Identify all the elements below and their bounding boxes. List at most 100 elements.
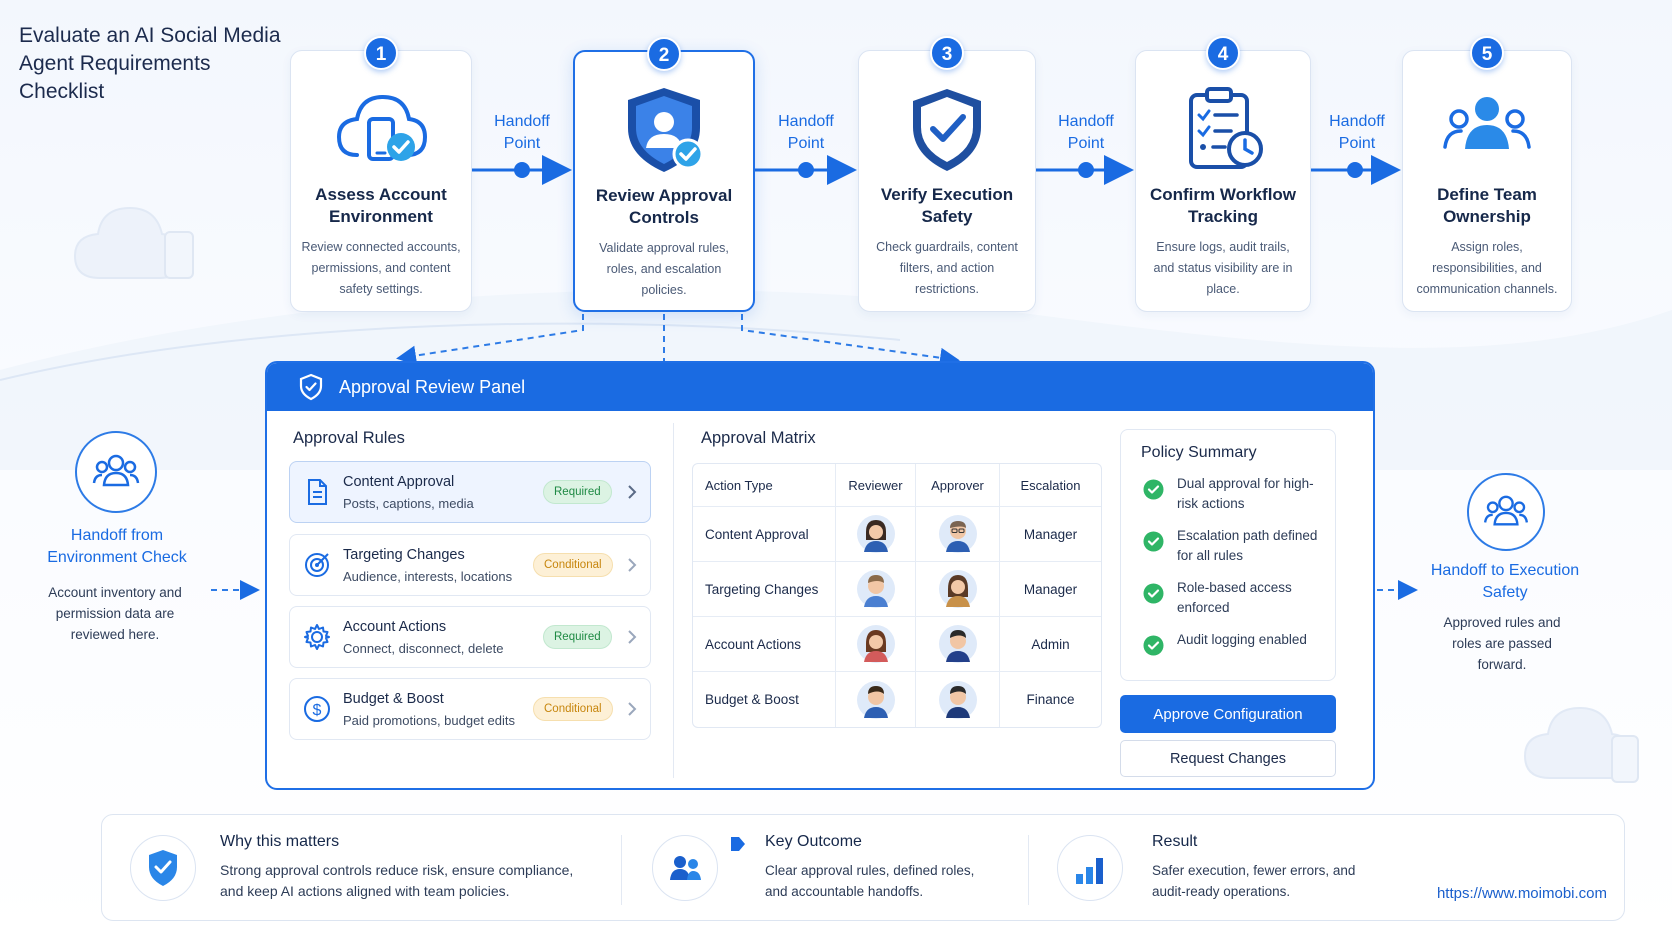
policy-item-text: Role-based access enforced (1177, 580, 1292, 615)
avatar (856, 570, 895, 608)
gear-icon (304, 624, 330, 650)
rule-subtitle: Paid promotions, budget edits (343, 713, 515, 728)
step-title: Define Team Ownership (1437, 185, 1537, 226)
action-type-cell: Budget & Boost (693, 672, 836, 727)
handoff-label: Handoff Point (1329, 113, 1385, 152)
policy-summary-title: Policy Summary (1141, 444, 1257, 461)
shield-check-icon (149, 850, 177, 886)
rule-name: Account Actions (343, 619, 447, 635)
footer-icon-circle (652, 835, 718, 901)
footer-summary: Why this matters Strong approval control… (101, 814, 1625, 921)
team-icon (1443, 97, 1531, 149)
reviewer-cell (836, 672, 916, 727)
status-badge: Conditional (533, 553, 613, 577)
footer-description: Safer execution, fewer errors, and audit… (1152, 863, 1356, 899)
escalation-cell: Manager (1023, 526, 1078, 542)
column-divider (673, 423, 674, 778)
step-number: 1 (364, 36, 398, 70)
rule-subtitle: Audience, interests, locations (343, 569, 513, 584)
rule-name: Content Approval (343, 474, 455, 490)
step-card-confirm-workflow[interactable]: 4 Confirm Workflow Tracking Ensure logs,… (1135, 36, 1311, 312)
check-circle-icon (1143, 479, 1164, 500)
column-header: Escalation (1020, 477, 1081, 493)
step-number: 2 (647, 37, 681, 71)
footer-divider (1028, 835, 1029, 905)
rule-subtitle: Connect, disconnect, delete (343, 641, 504, 656)
handoff-label: Handoff Point (1058, 113, 1114, 152)
table-row: Account Actions Admin (693, 617, 1101, 672)
policy-summary-card: Policy Summary Dual approval for high-ri… (1120, 429, 1336, 681)
approve-configuration-button[interactable]: Approve Configuration (1120, 695, 1336, 733)
avatar (938, 570, 977, 608)
shield-user-icon (628, 88, 704, 172)
step-description: Review connected accounts, permissions, … (301, 240, 461, 296)
approval-matrix-title: Approval Matrix (701, 429, 816, 447)
rule-subtitle: Posts, captions, media (343, 496, 474, 511)
footer-description: Strong approval controls reduce risk, en… (220, 862, 574, 899)
panel-header: Approval Review Panel (267, 363, 1373, 411)
avatar (938, 680, 977, 719)
request-changes-button[interactable]: Request Changes (1120, 740, 1336, 777)
step-card-review-approval[interactable]: 2 Review Approval Controls Validate appr… (573, 37, 755, 312)
rule-item-account-actions[interactable]: Account Actions Connect, disconnect, del… (289, 606, 651, 668)
handoff-to-title: Handoff to Execution Safety (1430, 562, 1580, 601)
dollar-icon: $ (304, 696, 330, 722)
handoff-from-circle (75, 431, 157, 513)
step-card-define-team[interactable]: 5 Define Team Ownership Assign roles, re… (1402, 36, 1572, 312)
rule-item-targeting-changes[interactable]: Targeting Changes Audience, interests, l… (289, 534, 651, 596)
team-icon (92, 454, 140, 487)
rule-name: Targeting Changes (343, 547, 465, 563)
bar-chart-icon (1076, 858, 1103, 884)
cloud-device-deco-icon (73, 206, 194, 279)
status-badge: Required (543, 480, 612, 504)
svg-text:$: $ (313, 702, 322, 719)
team-icon (1483, 495, 1529, 526)
cloud-device-deco-icon (1523, 706, 1639, 783)
handoff-to-description: Approved rules and roles are passed forw… (1443, 615, 1561, 672)
shield-check-icon (299, 373, 323, 401)
website-link[interactable]: https://www.moimobi.com (1436, 885, 1607, 902)
reviewer-cell (836, 562, 916, 616)
escalation-cell: Manager (1023, 581, 1078, 597)
action-type-cell: Content Approval (693, 507, 836, 561)
step-title: Confirm Workflow Tracking (1149, 185, 1297, 226)
step-title: Assess Account Environment (315, 185, 447, 226)
rule-item-budget-boost[interactable]: $ Budget & Boost Paid promotions, budget… (289, 678, 651, 740)
chevron-right-icon[interactable] (626, 700, 638, 718)
avatar (856, 680, 895, 719)
avatar (938, 625, 977, 663)
footer-icon-circle (130, 835, 196, 901)
policy-item-text: Audit logging enabled (1177, 632, 1307, 647)
approval-rules-title: Approval Rules (293, 429, 405, 447)
reviewer-cell (836, 507, 916, 561)
handoff-from-description: Account inventory and permission data ar… (48, 585, 182, 642)
clipboard-clock-icon (1189, 87, 1263, 169)
chevron-right-icon[interactable] (626, 483, 638, 501)
avatar (938, 515, 977, 553)
rule-name: Budget & Boost (343, 691, 444, 707)
column-header: Action Type (693, 464, 836, 506)
step-number: 3 (930, 36, 964, 70)
footer-description: Clear approval rules, defined roles, and… (765, 863, 975, 899)
step-card-verify-execution[interactable]: 3 Verify Execution Safety Check guardrai… (858, 36, 1036, 312)
chevron-right-icon[interactable] (626, 556, 638, 574)
step-description: Assign roles, responsibilities, and comm… (1416, 240, 1558, 296)
check-circle-icon (1143, 583, 1164, 604)
document-icon (308, 479, 327, 505)
footer-title: Why this matters (220, 833, 340, 850)
rule-item-content-approval[interactable]: Content Approval Posts, captions, media … (289, 461, 651, 523)
approval-review-panel: Approval Review Panel Approval Rules Con… (265, 361, 1375, 790)
target-icon (305, 553, 329, 577)
step-description: Ensure logs, audit trails, and status vi… (1153, 240, 1293, 296)
avatar (856, 625, 895, 663)
table-row: Targeting Changes Manager (693, 562, 1101, 617)
chevron-right-icon[interactable] (626, 628, 638, 646)
check-circle-icon (1143, 635, 1164, 656)
tag-icon (731, 837, 745, 851)
footer-icon-circle (1057, 835, 1123, 901)
step-card-assess-account[interactable]: 1 Assess Account Environment Review conn… (290, 36, 472, 312)
action-type-cell: Account Actions (693, 617, 836, 671)
table-row: Content Approval Manager (693, 507, 1101, 562)
policy-item-text: Dual approval for high-risk actions (1177, 476, 1314, 511)
status-badge: Conditional (533, 697, 613, 721)
